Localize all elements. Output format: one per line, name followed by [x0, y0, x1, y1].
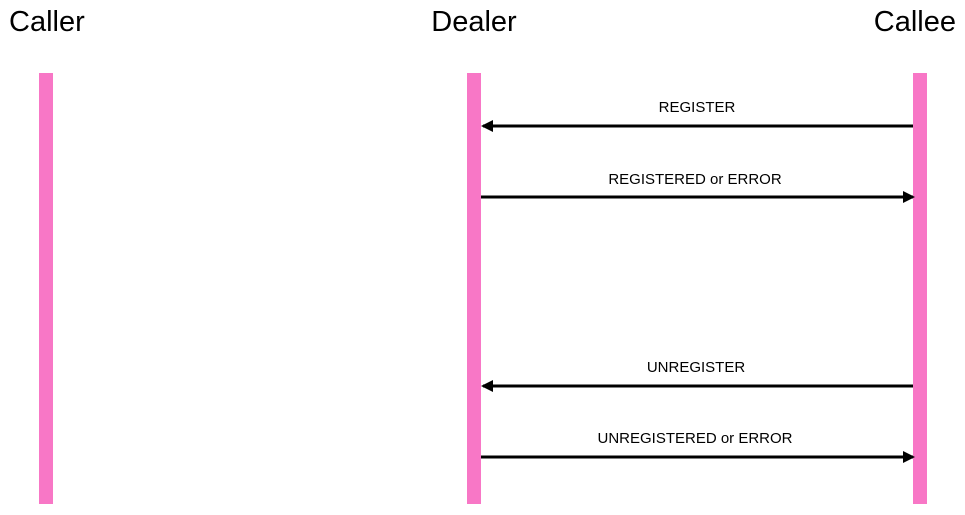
message-unregistered-or-error-label: UNREGISTERED or ERROR	[597, 430, 792, 447]
message-registered-or-error-label: REGISTERED or ERROR	[608, 171, 782, 188]
message-register-label: REGISTER	[659, 99, 736, 116]
message-unregister-label: UNREGISTER	[647, 359, 746, 376]
lifeline-dealer	[467, 73, 481, 504]
participant-caller-label: Caller	[9, 6, 85, 38]
participant-callee-label: Callee	[874, 6, 956, 38]
lifeline-caller	[39, 73, 53, 504]
lifeline-callee	[913, 73, 927, 504]
participant-dealer-label: Dealer	[431, 6, 517, 38]
